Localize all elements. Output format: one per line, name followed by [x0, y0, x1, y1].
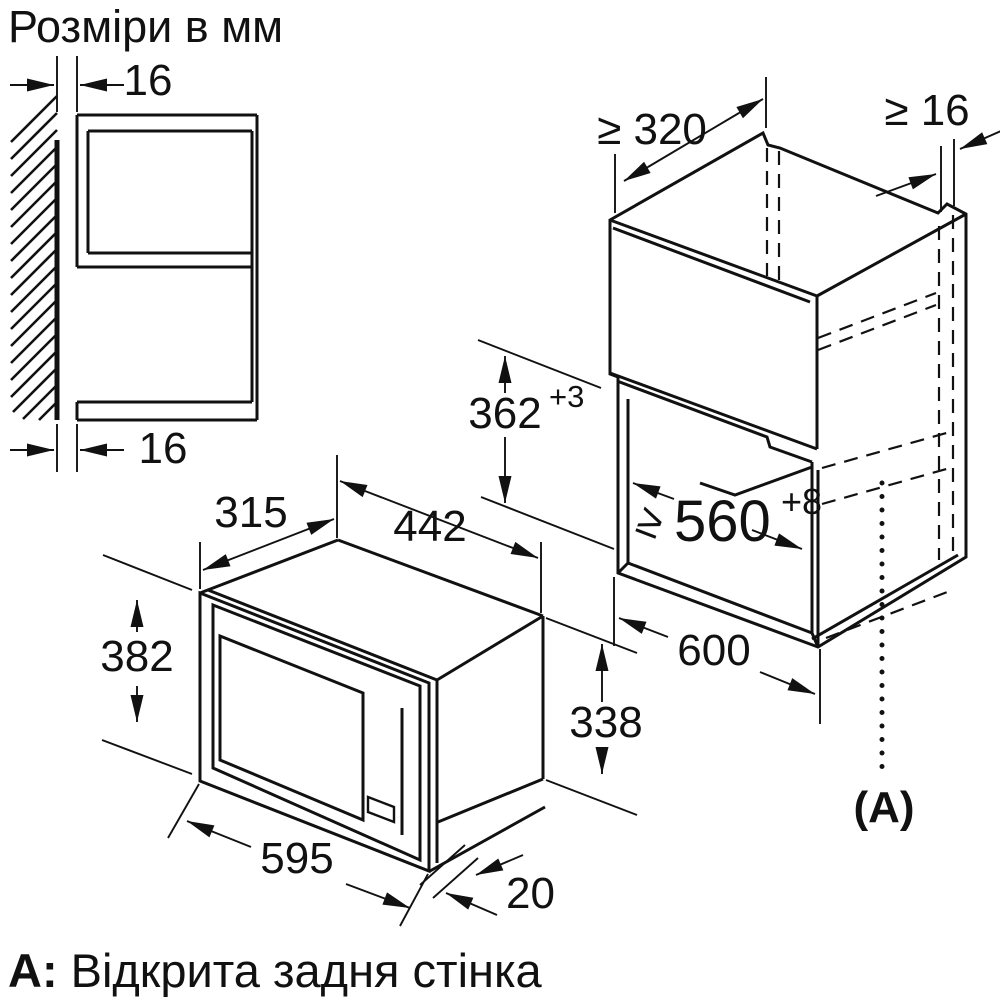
dim-wall-gap-top: 16	[10, 56, 172, 112]
footnote-text: Відкрита задня стінка	[71, 944, 543, 997]
footnote: А:Відкрита задня стінка	[8, 944, 543, 997]
dim-shelf-depth-min-320: ≥ 320	[597, 77, 767, 213]
dim-front-width-label: 595	[260, 834, 333, 883]
dim-front-width-595: 595	[167, 783, 429, 927]
cabinet-view: ≥ 320 ≥ 16 362 +3 ≥ 560	[468, 77, 1000, 832]
dim-depth-315: 315	[199, 455, 338, 589]
cabinet-outline	[608, 130, 968, 649]
dim-wall-gap-top-label: 16	[124, 56, 173, 105]
dim-cabinet-width-600: 600	[613, 577, 821, 724]
dim-case-width-442: 442	[339, 480, 542, 613]
display-window	[366, 795, 396, 824]
dim-shelf-depth-label: ≥ 320	[597, 105, 707, 154]
dim-rear-gap-label: ≥ 16	[884, 86, 969, 135]
dim-case-height-338: 338	[545, 617, 643, 816]
footnote-marker: А:	[8, 944, 58, 997]
dim-depth-label: 315	[214, 488, 287, 537]
dim-case-height-label: 338	[569, 698, 642, 747]
dim-case-width-label: 442	[393, 502, 466, 551]
dim-cabinet-width-label: 600	[677, 626, 750, 675]
dim-rear-gap-min-16: ≥ 16	[875, 86, 1000, 212]
microwave-outline	[198, 538, 546, 874]
dim-niche-width-label: 560	[674, 489, 771, 554]
page-title: Розміри в мм	[8, 1, 283, 52]
wall-hatching	[10, 95, 58, 421]
dim-niche-height-362: 362 +3	[468, 339, 615, 550]
dim-niche-height-label: 362	[468, 389, 541, 438]
dim-niche-width-symbol: ≥	[630, 494, 670, 548]
cabinet-cross-section	[75, 113, 259, 422]
microwave-view: 315 442 382 595	[100, 455, 643, 927]
open-back-marker-label: (А)	[853, 783, 914, 832]
dim-wall-gap-bottom-label: 16	[139, 424, 188, 473]
dim-niche-width-tol-label: +8	[781, 481, 822, 522]
dim-trim-overlap-20: 20	[419, 844, 555, 918]
door-window	[218, 633, 365, 823]
dim-niche-height-tol-label: +3	[549, 379, 584, 414]
dim-trim-overlap-label: 20	[506, 869, 555, 918]
dim-front-height-382: 382	[100, 554, 193, 775]
wall-section-view: 16 16	[10, 56, 259, 473]
dim-wall-gap-bottom: 16	[10, 424, 187, 473]
dim-front-height-label: 382	[100, 632, 173, 681]
open-back-marker: (А)	[853, 480, 915, 832]
cabinet-hidden-edges	[765, 148, 955, 640]
dim-niche-width-560: ≥ 560 +8	[630, 481, 822, 554]
